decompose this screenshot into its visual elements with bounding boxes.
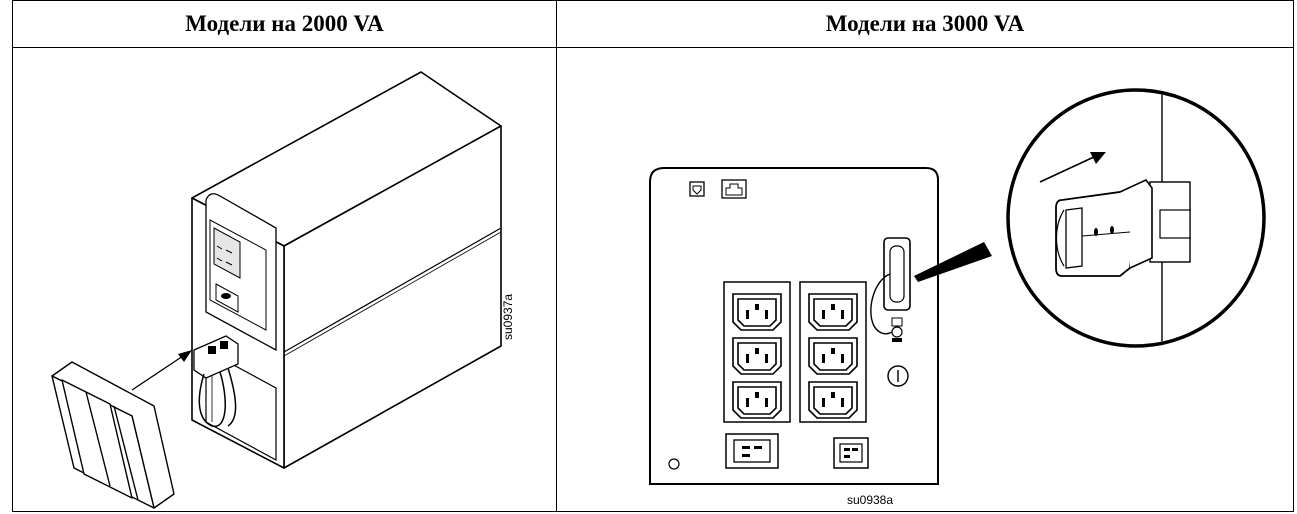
figure-code-right: su0938a [847,493,893,507]
figure-code-left: su0937a [501,294,515,340]
header-3000va: Модели на 3000 VA [825,11,1025,36]
ups-2000va-illustration: su0937a [51,71,515,509]
column-divider [556,1,557,511]
header-divider [13,47,1293,48]
header-2000va: Модели на 2000 VA [185,11,384,36]
ups-3000va-rear-panel: su0938a [649,88,1266,507]
models-table: Модели на 2000 VA Модели на 3000 VA [12,0,1294,512]
